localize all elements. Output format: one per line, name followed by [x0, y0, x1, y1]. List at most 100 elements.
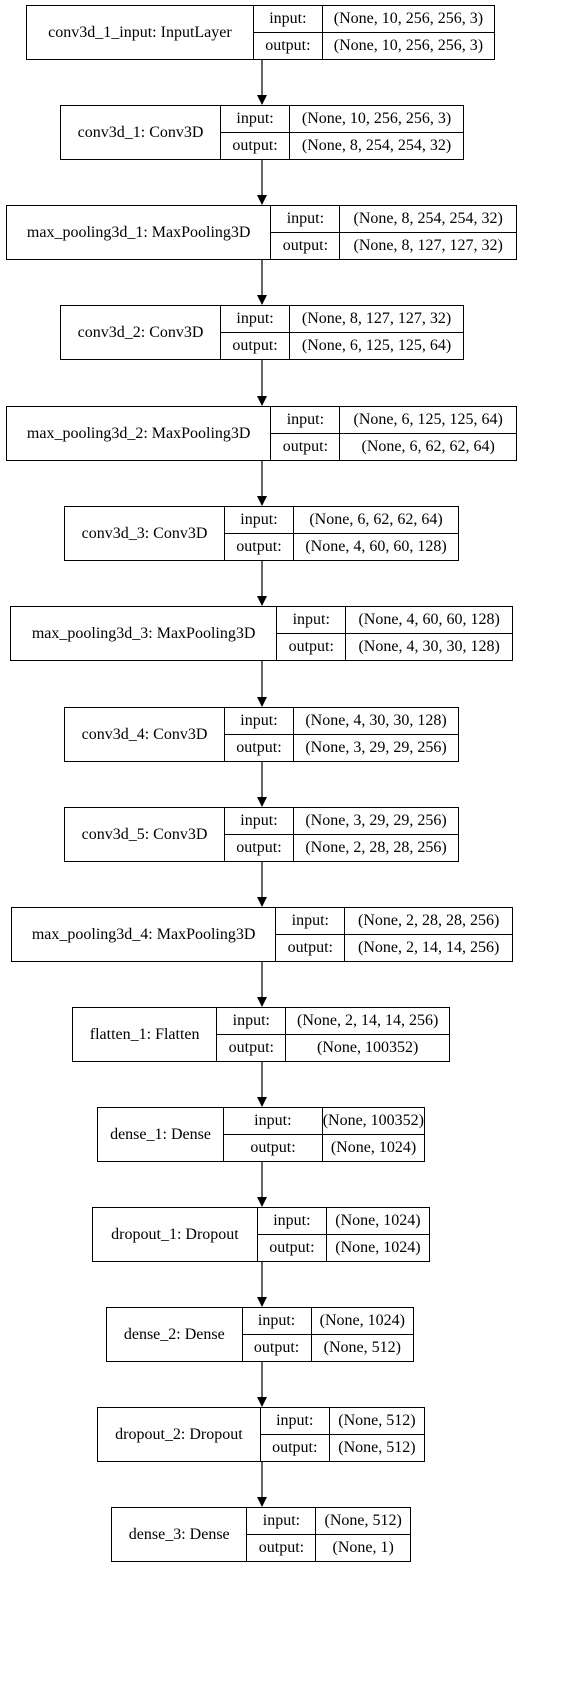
- output-shape: (None, 8, 127, 127, 32): [353, 237, 503, 254]
- output-shape: (None, 4, 30, 30, 128): [358, 638, 500, 655]
- output-row: output:(None, 2, 28, 28, 256): [224, 834, 458, 861]
- input-shape: (None, 100352): [322, 1112, 424, 1129]
- output-shape: (None, 8, 254, 254, 32): [301, 137, 452, 154]
- output-row: output: (None, 6, 62, 62, 64): [271, 433, 516, 460]
- input-row: input: (None, 1024): [243, 1308, 413, 1334]
- input-row: input:(None, 100352): [224, 1108, 424, 1134]
- input-label: input:: [225, 507, 294, 533]
- output-row: output: (None, 1): [247, 1534, 410, 1561]
- input-row: input: (None, 2, 28, 28, 256): [276, 908, 512, 934]
- output-row: output:(None, 4, 60, 60, 128): [224, 533, 458, 560]
- io-table: input:(None, 10, 256, 256, 3)output:(Non…: [221, 106, 463, 159]
- layer-name: dense_3: Dense: [112, 1508, 248, 1561]
- layer-name: conv3d_2: Conv3D: [61, 306, 222, 359]
- input-row: input:(None, 8, 127, 127, 32): [221, 306, 463, 332]
- output-row: output:(None, 2, 14, 14, 256): [276, 934, 512, 961]
- layer-name: max_pooling3d_4: MaxPooling3D: [12, 908, 277, 961]
- io-table: input:(None, 4, 60, 60, 128)output: (None…: [277, 607, 512, 660]
- input-label: input:: [225, 708, 294, 734]
- input-label: input:: [225, 808, 294, 834]
- layer-name: conv3d_3: Conv3D: [65, 507, 225, 560]
- output-row: output:(None, 1024): [257, 1234, 429, 1261]
- io-table: input: (None, 4, 30, 30, 128) output: (None…: [224, 708, 458, 761]
- output-row: output: (None, 3, 29, 29, 256): [224, 734, 458, 761]
- input-label: input:: [221, 306, 291, 332]
- input-shape: (None, 4, 30, 30, 128): [305, 712, 447, 729]
- layer-name: conv3d_1: Conv3D: [61, 106, 222, 159]
- output-label: output:: [271, 233, 341, 259]
- output-label: output:: [254, 33, 323, 59]
- output-shape: (None, 6, 62, 62, 64): [361, 438, 495, 455]
- input-row: input:(None, 4, 60, 60, 128): [277, 607, 512, 633]
- input-row: input:(None, 8, 254, 254, 32): [271, 206, 516, 232]
- output-label: output:: [277, 634, 347, 660]
- input-row: input: (None, 3, 29, 29, 256): [225, 808, 458, 834]
- output-label: output:: [271, 434, 341, 460]
- input-shape: (None, 2, 28, 28, 256): [357, 912, 500, 929]
- output-label: output:: [243, 1335, 312, 1361]
- output-shape: (None, 1): [332, 1539, 394, 1556]
- output-label: output:: [261, 1435, 330, 1461]
- io-table: input: (None, 3, 29, 29, 256) output:(None…: [224, 808, 458, 861]
- input-shape: (None, 1024): [319, 1312, 405, 1329]
- input-label: input:: [247, 1508, 317, 1534]
- output-label: output:: [247, 1535, 317, 1561]
- io-table: input: (None, 1024) output: (None, 512): [242, 1308, 413, 1361]
- input-label: input:: [276, 908, 346, 934]
- input-shape: (None, 2, 14, 14, 256): [296, 1012, 439, 1029]
- output-row: output:(None, 100352): [217, 1034, 449, 1061]
- output-label: output:: [225, 735, 294, 761]
- input-shape: (None, 6, 125, 125, 64): [353, 411, 503, 428]
- input-shape: (None, 8, 254, 254, 32): [353, 210, 503, 227]
- output-label: output:: [224, 1135, 323, 1161]
- layer-name: dropout_1: Dropout: [93, 1208, 258, 1261]
- output-shape: (None, 2, 28, 28, 256): [305, 839, 447, 856]
- layer-name: conv3d_5: Conv3D: [65, 808, 225, 861]
- layer-name: flatten_1: Flatten: [73, 1008, 218, 1061]
- input-label: input:: [258, 1208, 327, 1234]
- input-label: input:: [261, 1408, 330, 1434]
- input-row: input: (None, 4, 30, 30, 128): [225, 708, 458, 734]
- output-shape: (None, 100352): [316, 1039, 419, 1056]
- layer-name: max_pooling3d_2: MaxPooling3D: [7, 407, 272, 460]
- io-table: input: (None, 6, 62, 62, 64) output:(None,…: [224, 507, 458, 560]
- output-shape: (None, 512): [323, 1339, 401, 1356]
- output-row: output: (None, 4, 30, 30, 128): [277, 633, 512, 660]
- output-row: output: (None, 512): [260, 1434, 424, 1461]
- input-label: input:: [243, 1308, 312, 1334]
- output-label: output:: [258, 1235, 327, 1261]
- output-shape: (None, 512): [338, 1439, 416, 1456]
- output-shape: (None, 4, 60, 60, 128): [305, 538, 447, 555]
- output-row: output: (None, 1024): [224, 1134, 424, 1161]
- input-row: input:(None, 6, 125, 125, 64): [271, 407, 516, 433]
- layer-name: max_pooling3d_1: MaxPooling3D: [7, 206, 272, 259]
- io-table: input:(None, 8, 127, 127, 32)output:(Non…: [221, 306, 463, 359]
- input-shape: (None, 10, 256, 256, 3): [301, 110, 452, 127]
- io-table: input: (None, 2, 28, 28, 256) output:(None…: [276, 908, 512, 961]
- input-label: input:: [217, 1008, 287, 1034]
- input-row: input: (None, 2, 14, 14, 256): [217, 1008, 449, 1034]
- input-shape: (None, 512): [338, 1412, 416, 1429]
- input-row: input:(None, 10, 256, 256, 3): [254, 6, 494, 32]
- input-row: input:(None, 512): [247, 1508, 410, 1534]
- io-table: input: (None, 2, 14, 14, 256) output:(None…: [217, 1008, 449, 1061]
- input-row: input:(None, 1024): [258, 1208, 429, 1234]
- output-shape: (None, 3, 29, 29, 256): [305, 739, 447, 756]
- io-table: input:(None, 100352)output: (None, 1024): [224, 1108, 424, 1161]
- output-label: output:: [276, 935, 346, 961]
- input-shape: (None, 3, 29, 29, 256): [305, 812, 447, 829]
- output-label: output:: [221, 133, 291, 159]
- output-shape: (None, 1024): [330, 1139, 417, 1156]
- input-shape: (None, 6, 62, 62, 64): [309, 511, 443, 528]
